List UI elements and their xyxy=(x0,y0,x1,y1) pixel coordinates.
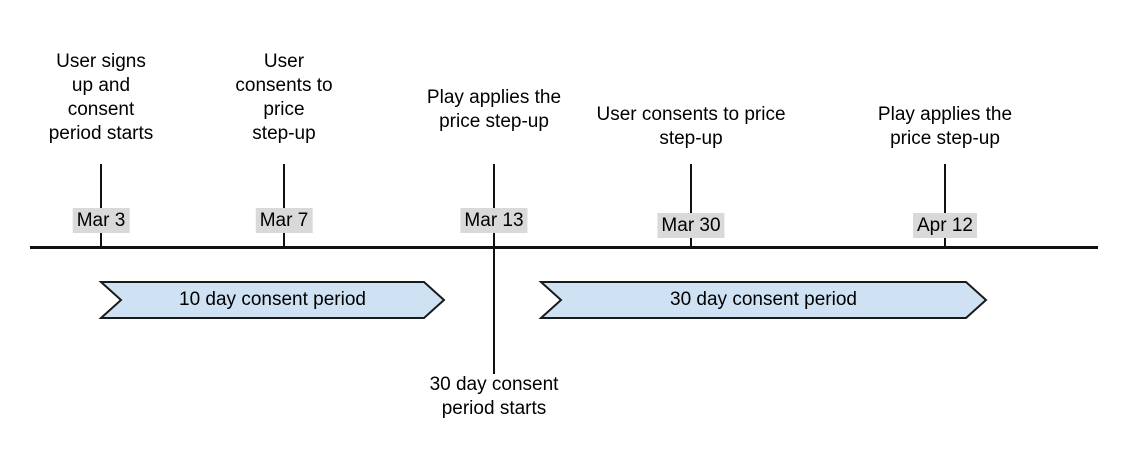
event-tick xyxy=(283,164,285,246)
event-date-label: Mar 30 xyxy=(657,213,725,238)
below-axis-note: 30 day consent period starts xyxy=(429,374,559,419)
arrow-banner-shape xyxy=(538,281,988,319)
consent-period-label: 10 day consent period xyxy=(179,289,366,310)
event-date-label: Apr 12 xyxy=(913,213,977,238)
consent-period-arrow-10-day: 10 day consent period xyxy=(98,281,446,319)
event-tick xyxy=(944,164,946,246)
consent-period-arrow-30-day: 30 day consent period xyxy=(538,281,988,319)
event-description: User consents to price step-up xyxy=(596,104,786,149)
event-date-label: Mar 13 xyxy=(460,208,528,233)
event-description: Play applies the price step-up xyxy=(877,104,1013,149)
arrow-banner-polygon xyxy=(538,281,988,319)
event-date-label: Mar 7 xyxy=(255,208,313,233)
event-tick-below-axis xyxy=(493,249,495,374)
arrow-banner-shape xyxy=(98,281,446,319)
arrow-banner-polygon xyxy=(98,281,446,319)
event-tick xyxy=(690,164,692,246)
event-description: Play applies the price step-up xyxy=(426,87,562,132)
event-tick xyxy=(100,164,102,246)
consent-period-label: 30 day consent period xyxy=(670,289,857,310)
event-date-label: Mar 3 xyxy=(72,208,130,233)
event-tick xyxy=(493,164,495,246)
event-description: User consents to price step-up xyxy=(235,51,333,144)
timeline-axis xyxy=(30,246,1098,249)
event-description: User signs up and consent period starts xyxy=(48,51,154,144)
